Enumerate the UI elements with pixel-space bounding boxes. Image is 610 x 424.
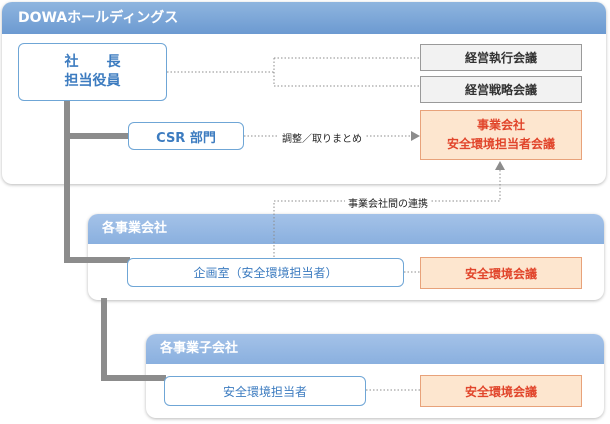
strategy-meeting-box: 経営戦略会議 <box>420 76 582 103</box>
subsidiary-safety-council-box: 安全環境会議 <box>420 375 582 407</box>
president-title: 社 長 <box>64 54 121 70</box>
csr-dept-box: CSR 部門 <box>128 122 244 150</box>
exec-meeting-box: 経営執行会議 <box>420 44 582 71</box>
coordination-note: 調整／取りまとめ <box>279 130 365 145</box>
holdings-title: DOWAホールディングス <box>2 2 606 34</box>
operating-companies-title: 各事業会社 <box>88 214 604 244</box>
planning-dept-box: 企画室（安全環境担当者） <box>127 258 404 287</box>
operating-link-note: 事業会社間の連携 <box>345 195 431 210</box>
officer-title: 担当役員 <box>64 73 121 89</box>
subsidiaries-title: 各事業子会社 <box>146 334 604 364</box>
group-council-line1: 事業会社 <box>476 118 525 132</box>
safety-staff-box: 安全環境担当者 <box>164 376 366 406</box>
group-council-line2: 安全環境担当者会議 <box>446 137 555 151</box>
president-box: 社 長 担当役員 <box>18 43 167 101</box>
group-council-box: 事業会社 安全環境担当者会議 <box>420 110 582 160</box>
operating-safety-council-box: 安全環境会議 <box>420 257 582 289</box>
